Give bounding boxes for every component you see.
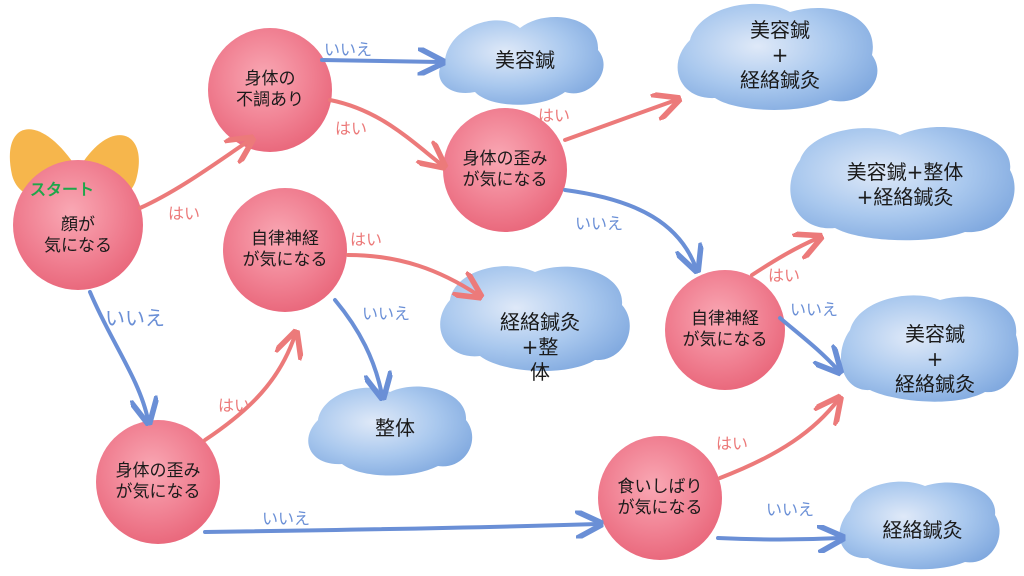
- result-line: +整: [521, 334, 559, 359]
- edge-label-no: いいえ: [262, 509, 311, 528]
- edge-label-no: いいえ: [362, 304, 411, 323]
- cloud-biyou-keiraku-top: [677, 3, 878, 110]
- arrow-fuchou-to-biyou: [320, 60, 440, 62]
- result-keiraku-seitai: 経絡鍼灸 +整 体: [470, 290, 610, 404]
- arrow-yugami2-to-jiritsu2: [563, 188, 696, 268]
- edge-label-yes: はい: [218, 396, 251, 415]
- arrow-jiritsu2-to-biyou-keiraku-mid: [778, 316, 838, 370]
- node-line: が気になる: [462, 170, 548, 190]
- cloud-keiraku: [839, 481, 1000, 570]
- edge-label-yes: はい: [768, 266, 801, 285]
- result-seitai: 整体: [345, 408, 445, 448]
- cloud-seitai: [308, 386, 473, 476]
- node-line: 食いしばり: [617, 476, 703, 497]
- circle-fuchou: [208, 28, 332, 152]
- node-line: 身体の歪み: [462, 148, 548, 169]
- circle-jiritsu1: [223, 188, 347, 312]
- edge-label-yes: はい: [716, 434, 749, 453]
- node-line: 自律神経: [251, 228, 319, 249]
- arrow-yugami2-to-biyou-keiraku-top: [563, 100, 676, 142]
- start-label: スタート: [30, 180, 95, 199]
- edge-label-yes: はい: [335, 119, 368, 138]
- result-line: 経絡鍼灸: [740, 67, 820, 92]
- node-line: 身体の: [244, 68, 296, 89]
- circle-yugami1: [96, 420, 220, 544]
- edge-label-no: いいえ: [105, 306, 165, 330]
- node-line: が気になる: [115, 482, 201, 502]
- node-yugami2: 身体の歪み が気になる: [443, 138, 567, 202]
- circle-start: [13, 160, 143, 290]
- edge-label-no: いいえ: [575, 214, 624, 233]
- result-line: 体: [530, 359, 550, 384]
- result-line: 経絡鍼灸: [882, 517, 963, 542]
- node-line: 不調あり: [236, 90, 304, 110]
- edge-label-no: いいえ: [766, 500, 815, 519]
- node-line: が気になる: [617, 498, 703, 518]
- result-line: 美容鍼: [495, 47, 555, 72]
- node-line: が気になる: [242, 250, 328, 270]
- result-line: +: [926, 346, 944, 371]
- cloud-triple: [790, 127, 1015, 241]
- circle-jiritsu2: [665, 270, 785, 390]
- node-jiritsu2: 自律神経 が気になる: [665, 298, 785, 362]
- edge-label-yes: はい: [168, 204, 201, 223]
- node-kuishibari: 食いしばり が気になる: [598, 466, 722, 530]
- result-line: +: [771, 42, 789, 67]
- edge-label-no: いいえ: [324, 40, 373, 59]
- node-line: 顔が: [61, 214, 95, 235]
- arrow-yugami1-to-jiritsu1: [203, 335, 295, 442]
- node-line: 気になる: [44, 236, 112, 256]
- result-line: 整体: [375, 415, 415, 440]
- node-start: 顔が 気になる: [20, 205, 136, 267]
- arrow-kuishibari-to-biyou-keiraku-mid: [718, 400, 838, 480]
- arrow-jiritsu1-to-seitai: [333, 298, 382, 395]
- result-keiraku: 経絡鍼灸: [855, 508, 990, 552]
- result-line: +経絡鍼灸: [856, 185, 954, 209]
- edge-label-yes: はい: [350, 230, 383, 249]
- node-line: が気になる: [682, 330, 768, 350]
- result-biyou-keiraku-top: 美容鍼 + 経絡鍼灸: [700, 14, 860, 96]
- arrow-yugami1-to-kuishibari: [203, 524, 598, 532]
- result-triple: 美容鍼+整体 +経絡鍼灸: [805, 150, 1005, 220]
- node-yugami1: 身体の歪み が気になる: [96, 450, 220, 514]
- node-line: 身体の歪み: [115, 460, 201, 481]
- circle-yugami2: [443, 108, 567, 232]
- edge-label-no: いいえ: [790, 300, 839, 319]
- node-fuchou: 身体の 不調あり: [212, 58, 328, 122]
- cloud-biyou: [439, 16, 604, 105]
- result-line: 経絡鍼灸: [895, 371, 975, 396]
- arrow-start-to-yugami1: [88, 290, 148, 420]
- result-line: 美容鍼: [750, 17, 810, 42]
- arrow-jiritsu2-to-triple: [750, 238, 818, 277]
- arrow-jiritsu1-to-keiraku-seitai: [346, 253, 478, 295]
- result-biyou-keiraku-mid: 美容鍼 + 経絡鍼灸: [860, 318, 1010, 400]
- arrow-fuchou-to-yugami2: [328, 98, 442, 165]
- cloud-biyou-keiraku-mid: [840, 295, 1019, 402]
- circle-kuishibari: [598, 436, 722, 560]
- result-line: 経絡鍼灸: [500, 309, 580, 334]
- edge-label-yes: はい: [538, 106, 571, 125]
- result-line: 美容鍼+整体: [846, 160, 964, 184]
- result-line: 美容鍼: [905, 321, 965, 346]
- node-line: 自律神経: [691, 308, 759, 329]
- arrow-start-to-fuchou: [138, 140, 250, 210]
- result-biyou: 美容鍼: [455, 38, 595, 82]
- node-jiritsu1: 自律神経 が気になる: [225, 218, 345, 282]
- arrow-kuishibari-to-keiraku: [716, 538, 840, 540]
